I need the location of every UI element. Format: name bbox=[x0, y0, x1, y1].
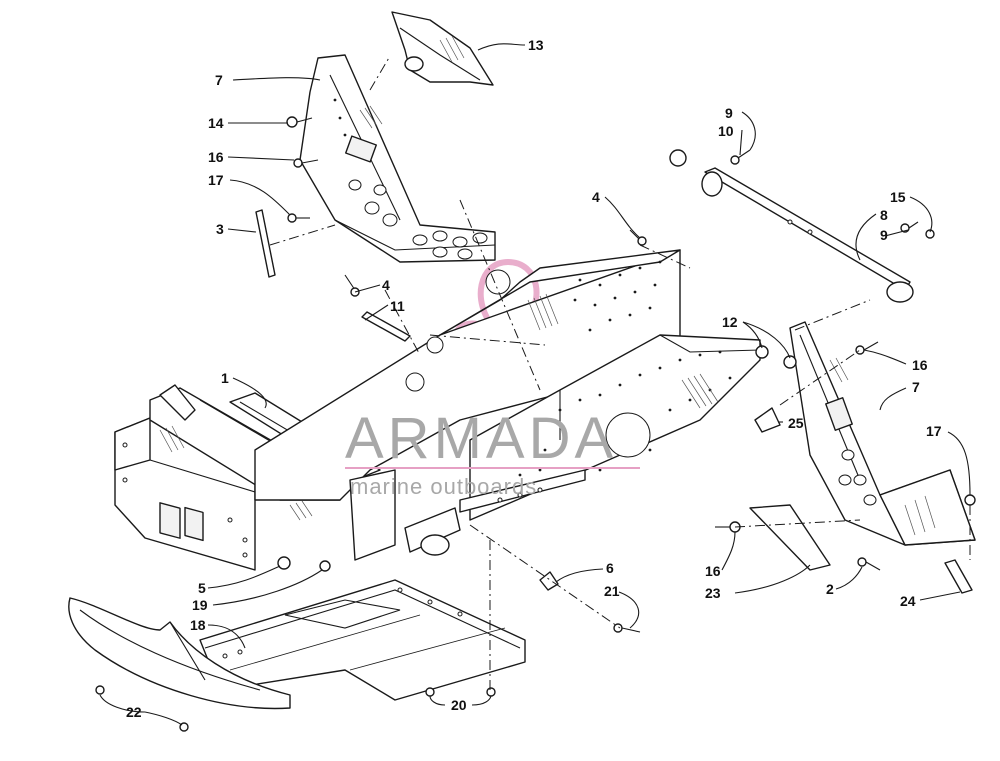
callout-18: 18 bbox=[190, 617, 206, 633]
callout-6: 6 bbox=[606, 560, 614, 576]
part-6-clip bbox=[539, 571, 559, 591]
callout-9a: 9 bbox=[725, 105, 733, 121]
front-bumper-cap bbox=[68, 597, 291, 710]
callout-13: 13 bbox=[528, 37, 544, 53]
callout-22: 22 bbox=[126, 704, 142, 720]
rivet-pattern bbox=[518, 260, 732, 477]
belly-pan bbox=[199, 579, 526, 701]
callout-16c: 16 bbox=[705, 563, 721, 579]
callout-25: 25 bbox=[788, 415, 804, 431]
callout-2: 2 bbox=[826, 581, 834, 597]
callout-3: 3 bbox=[216, 221, 224, 237]
callout-labels: 13 7 14 16 17 3 4 11 1 4 9 10 15 8 9 12 … bbox=[126, 37, 942, 720]
watermark-text: ARMADA marine outboards bbox=[345, 406, 640, 499]
callout-15: 15 bbox=[890, 189, 906, 205]
callout-4b: 4 bbox=[592, 189, 600, 205]
callout-12: 12 bbox=[722, 314, 738, 330]
callout-7a: 7 bbox=[215, 72, 223, 88]
part-11-bracket bbox=[361, 311, 411, 342]
callout-4a: 4 bbox=[382, 277, 390, 293]
callout-10: 10 bbox=[718, 123, 734, 139]
leader-lines bbox=[99, 43, 971, 726]
callout-23: 23 bbox=[705, 585, 721, 601]
part-23-bracket bbox=[749, 504, 831, 571]
steering-shaft bbox=[701, 167, 914, 303]
watermark-brand: ARMADA bbox=[345, 406, 617, 471]
callout-21: 21 bbox=[604, 583, 620, 599]
callout-8: 8 bbox=[880, 207, 888, 223]
part-24-strip bbox=[944, 559, 973, 594]
callout-9b: 9 bbox=[880, 227, 888, 243]
callout-20: 20 bbox=[451, 697, 467, 713]
callout-19: 19 bbox=[192, 597, 208, 613]
fasteners bbox=[95, 116, 976, 732]
callout-5: 5 bbox=[198, 580, 206, 596]
callout-7b: 7 bbox=[912, 379, 920, 395]
main-chassis bbox=[114, 249, 761, 571]
steering-post-support bbox=[299, 54, 496, 263]
steering-cover bbox=[391, 11, 494, 86]
callout-24: 24 bbox=[900, 593, 916, 609]
watermark-tagline: marine outboards bbox=[350, 474, 537, 499]
callout-1: 1 bbox=[221, 370, 229, 386]
callout-16b: 16 bbox=[912, 357, 928, 373]
assembly-centerlines bbox=[269, 55, 971, 690]
callout-17a: 17 bbox=[208, 172, 224, 188]
callout-11: 11 bbox=[390, 298, 405, 314]
part-25-clip bbox=[754, 407, 781, 433]
part-3-strip bbox=[255, 209, 276, 278]
callout-14: 14 bbox=[208, 115, 224, 131]
callout-17b: 17 bbox=[926, 423, 942, 439]
callout-16a: 16 bbox=[208, 149, 224, 165]
front-post-support bbox=[789, 321, 976, 546]
